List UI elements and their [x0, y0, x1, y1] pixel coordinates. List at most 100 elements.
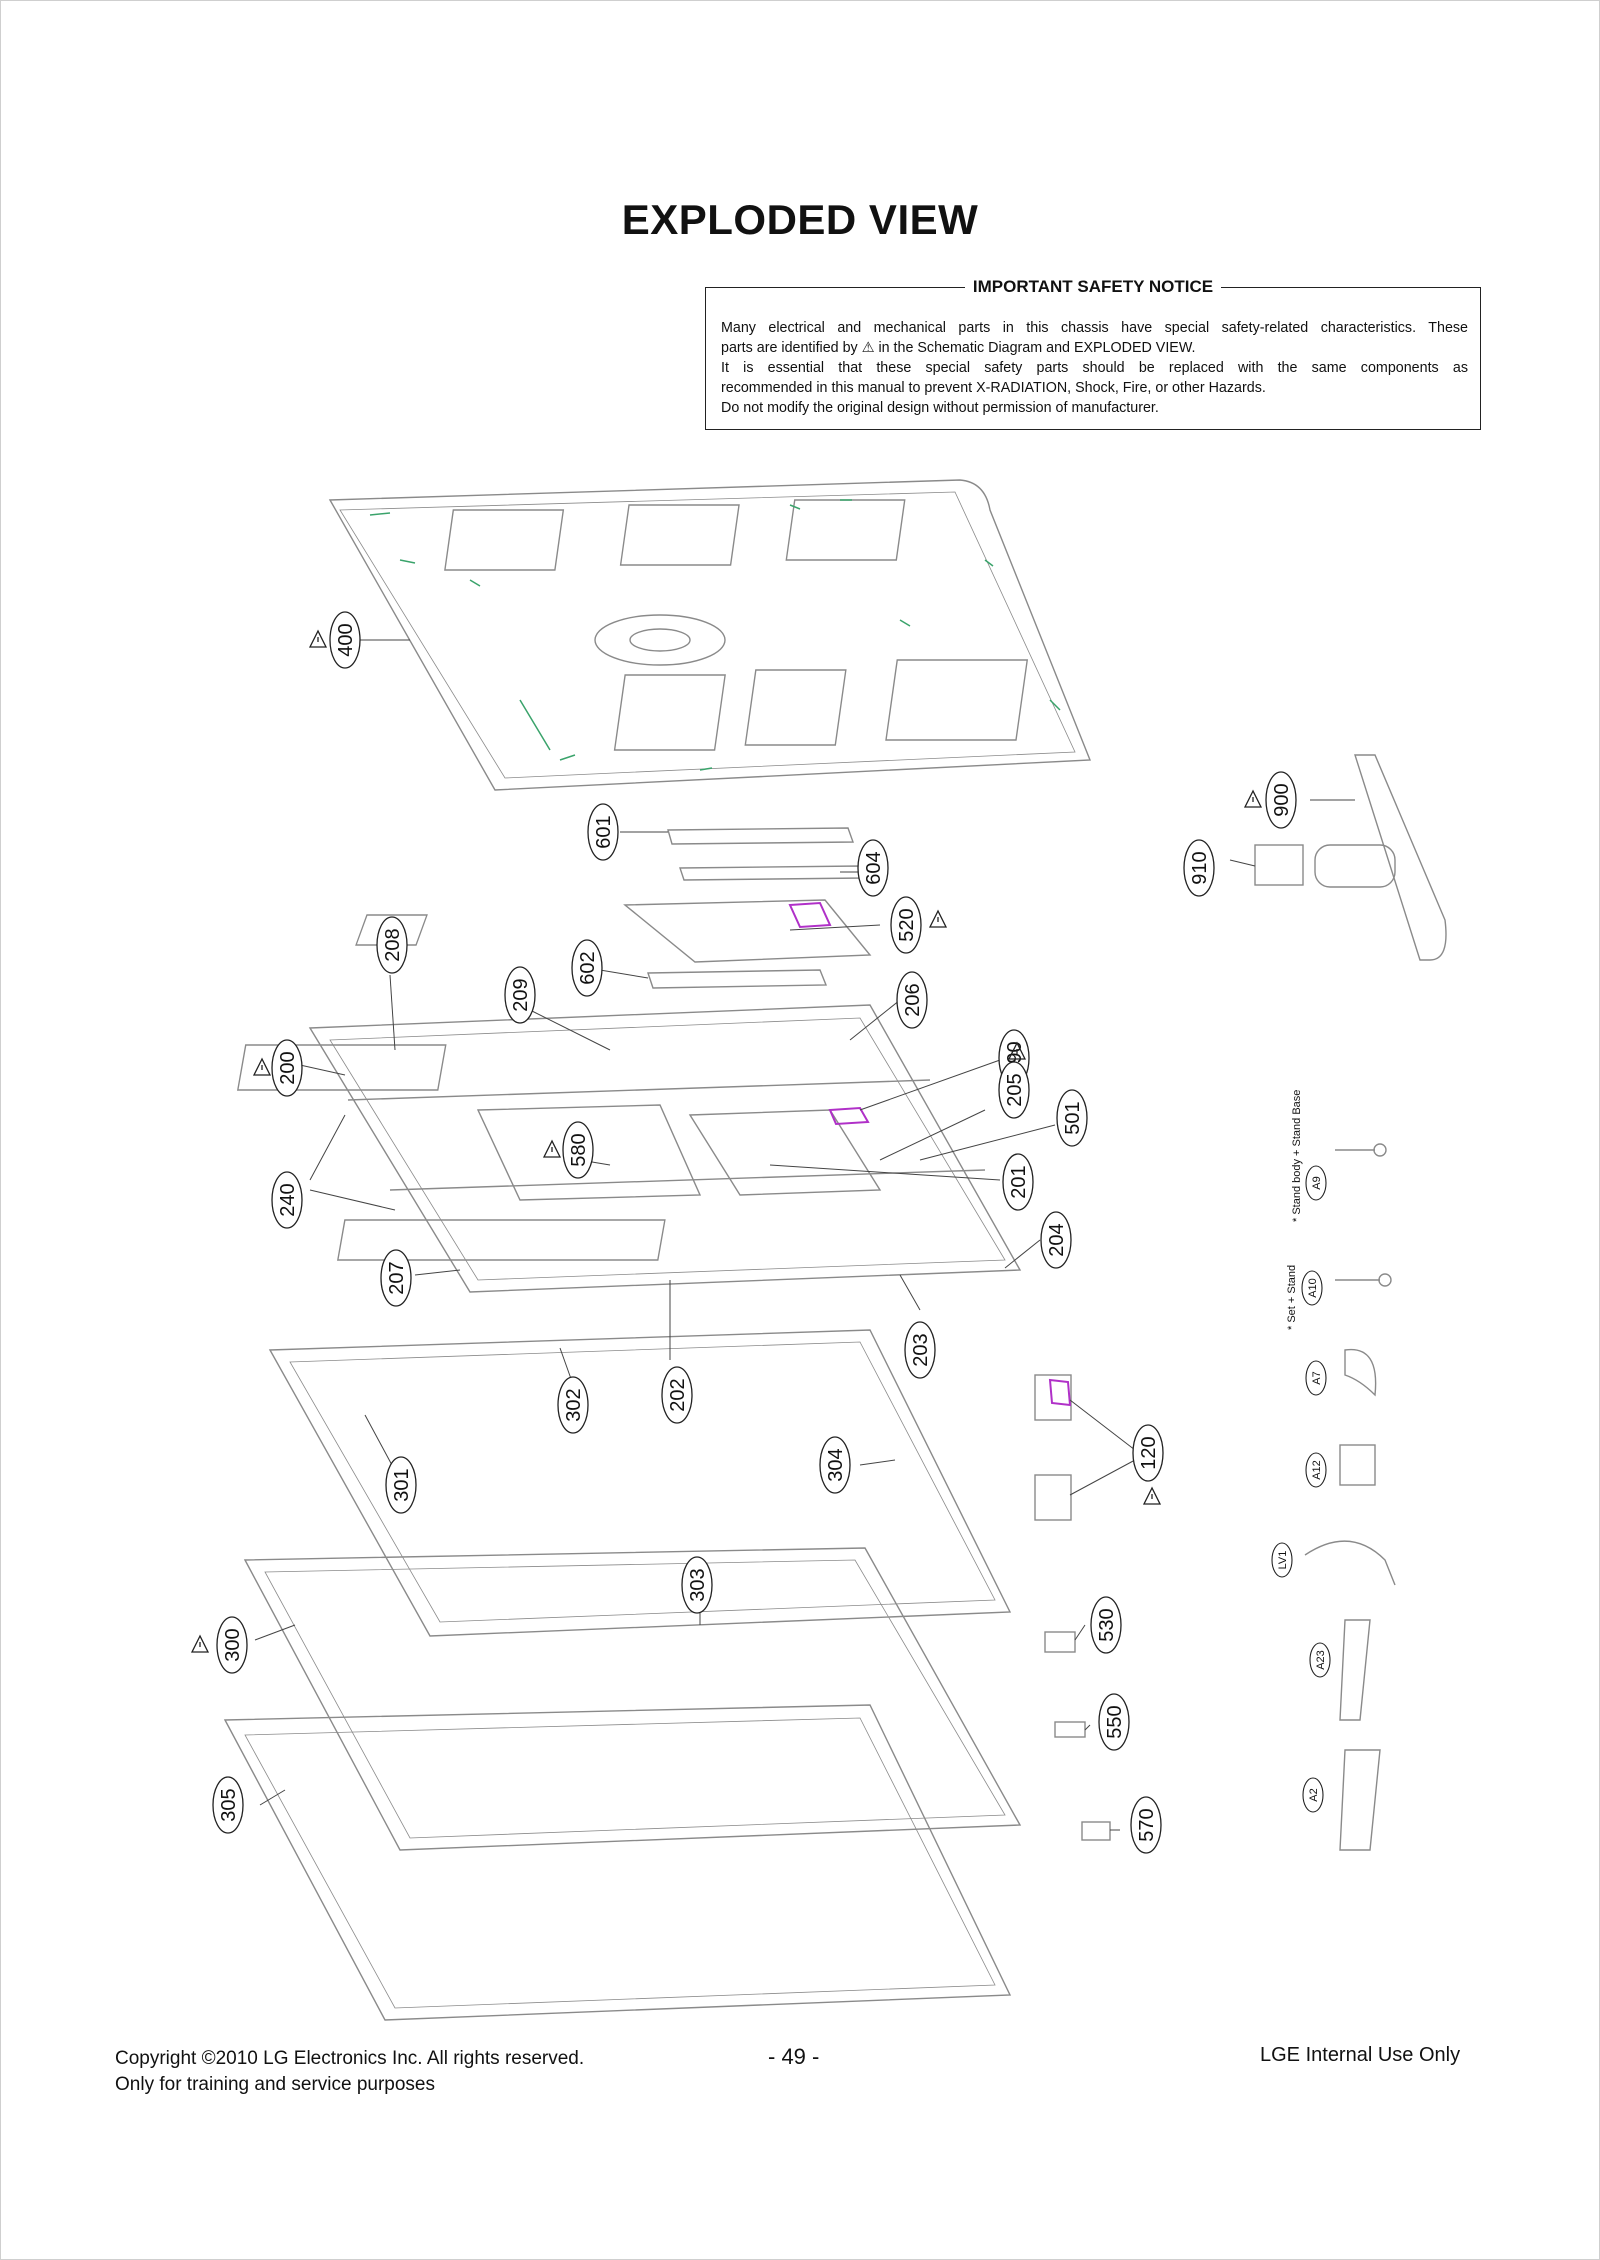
warning-triangle-icon [308, 629, 328, 648]
callout-301: 301 [385, 1456, 417, 1514]
callout-label: 301 [391, 1468, 413, 1501]
callout-240: 240 [271, 1171, 303, 1229]
accessory-callout-label: A9 [1311, 1176, 1323, 1189]
callout-580: 580 [562, 1121, 594, 1179]
callout-label: 501 [1062, 1101, 1084, 1134]
safety-notice-heading: IMPORTANT SAFETY NOTICE [964, 277, 1222, 296]
callout-204: 204 [1040, 1211, 1072, 1269]
accessory-callout-label: A10 [1307, 1278, 1319, 1298]
accessory-a2 [1339, 1749, 1381, 1851]
warning-triangle-icon [1142, 1486, 1162, 1505]
callout-300: 300 [216, 1616, 248, 1674]
callout-601: 601 [587, 803, 619, 861]
callout-208: 208 [376, 916, 408, 974]
callout-label: 200 [277, 1051, 299, 1084]
notice-line: It is essential that these special safet… [721, 360, 1468, 376]
accessory-a23 [1339, 1619, 1371, 1721]
callout-label: 300 [222, 1628, 244, 1661]
warning-symbols [190, 629, 1263, 1653]
callout-label: 201 [1008, 1165, 1030, 1198]
warning-triangle-icon [190, 1634, 210, 1653]
callout-label: 900 [1271, 783, 1293, 816]
callout-label: 601 [593, 815, 615, 848]
accessory-callout-label: A2 [1308, 1788, 1320, 1801]
accessory-callout-a12: A12 [1305, 1452, 1327, 1488]
accessory-callout-label: A23 [1315, 1650, 1327, 1670]
callout-900: 900 [1265, 771, 1297, 829]
callout-label: 580 [568, 1133, 590, 1166]
accessory-callout-a23: A23 [1309, 1642, 1331, 1678]
callout-520: 520 [890, 896, 922, 954]
note-set-stand: * Set + Stand [1286, 1265, 1298, 1330]
callout-label: 203 [910, 1333, 932, 1366]
callout-302: 302 [557, 1376, 589, 1434]
board-601 [667, 827, 854, 845]
notice-line: parts are identified by ⚠ in the Schemat… [721, 340, 1196, 356]
notice-line: Many electrical and mechanical parts in … [721, 320, 1468, 336]
accessory-callout-a10: A10 [1301, 1270, 1323, 1306]
accessory-callout-label: A7 [1311, 1371, 1323, 1384]
safety-notice-box: IMPORTANT SAFETY NOTICE Many electrical … [705, 277, 1481, 430]
magenta-component-590 [828, 1106, 870, 1126]
notice-line: Do not modify the original design withou… [721, 400, 1159, 416]
footer-left: Copyright ©2010 LG Electronics Inc. All … [115, 2046, 584, 2098]
parts-120 [1034, 1374, 1072, 1521]
callout-label: 570 [1136, 1808, 1158, 1841]
callout-604: 604 [857, 839, 889, 897]
warning-triangle-icon [542, 1139, 562, 1158]
callout-label: 604 [863, 851, 885, 884]
callout-label: 602 [577, 951, 599, 984]
footer-purpose: Only for training and service purposes [115, 2074, 435, 2095]
accessory-screws [1335, 1143, 1392, 1287]
stand-900-910 [1254, 754, 1447, 961]
page-title: EXPLODED VIEW [621, 196, 979, 243]
callout-label: 207 [386, 1261, 408, 1294]
callout-304: 304 [819, 1436, 851, 1494]
accessory-callout-a7: A7 [1305, 1360, 1327, 1396]
callout-201: 201 [1002, 1153, 1034, 1211]
callout-label: 910 [1189, 851, 1211, 884]
front-cabinet [223, 1704, 1012, 2021]
board-604 [679, 865, 865, 881]
callout-203: 203 [904, 1321, 936, 1379]
notice-line: recommended in this manual to prevent X-… [721, 380, 1266, 396]
callout-label: 240 [277, 1183, 299, 1216]
accessory-callout-a9: A9 [1305, 1165, 1327, 1201]
part-530 [1044, 1631, 1076, 1653]
callout-202: 202 [661, 1366, 693, 1424]
part-570 [1081, 1821, 1111, 1841]
footer-internal-use: LGE Internal Use Only [1260, 2044, 1461, 2066]
callout-910: 910 [1183, 839, 1215, 897]
warning-triangle-icon [928, 909, 948, 928]
callout-200: 200 [271, 1039, 303, 1097]
callout-120: 120 [1132, 1424, 1164, 1482]
back-cover-part [328, 479, 1092, 791]
callout-205: 205 [998, 1061, 1030, 1119]
footer-copyright: Copyright ©2010 LG Electronics Inc. All … [115, 2048, 585, 2069]
callout-530: 530 [1090, 1596, 1122, 1654]
callout-label: 520 [896, 908, 918, 941]
callout-label: 303 [687, 1568, 709, 1601]
callout-501: 501 [1056, 1089, 1088, 1147]
accessory-callout-a2: A2 [1302, 1777, 1324, 1813]
callout-550: 550 [1098, 1693, 1130, 1751]
green-fastener-marks [369, 499, 1061, 771]
callout-label: 204 [1046, 1223, 1068, 1256]
callout-label: 120 [1138, 1436, 1160, 1469]
warning-triangle-icon [252, 1057, 272, 1076]
callout-label: 400 [335, 623, 357, 656]
accessory-callout-label: LV1 [1277, 1551, 1289, 1570]
board-602 [647, 969, 828, 989]
callout-209: 209 [504, 966, 536, 1024]
magenta-component-520 [788, 901, 832, 929]
callout-label: 304 [825, 1448, 847, 1481]
safety-notice-body: Many electrical and mechanical parts in … [721, 318, 1468, 418]
accessory-lv1 [1304, 1540, 1396, 1586]
leader-lines [254, 639, 1355, 1831]
accessory-callout-label: A12 [1311, 1460, 1323, 1480]
lcd-panel [268, 1329, 1012, 1637]
callout-206: 206 [896, 971, 928, 1029]
part-550 [1054, 1721, 1086, 1738]
accessory-a12 [1339, 1444, 1376, 1486]
callout-label: 209 [510, 978, 532, 1011]
